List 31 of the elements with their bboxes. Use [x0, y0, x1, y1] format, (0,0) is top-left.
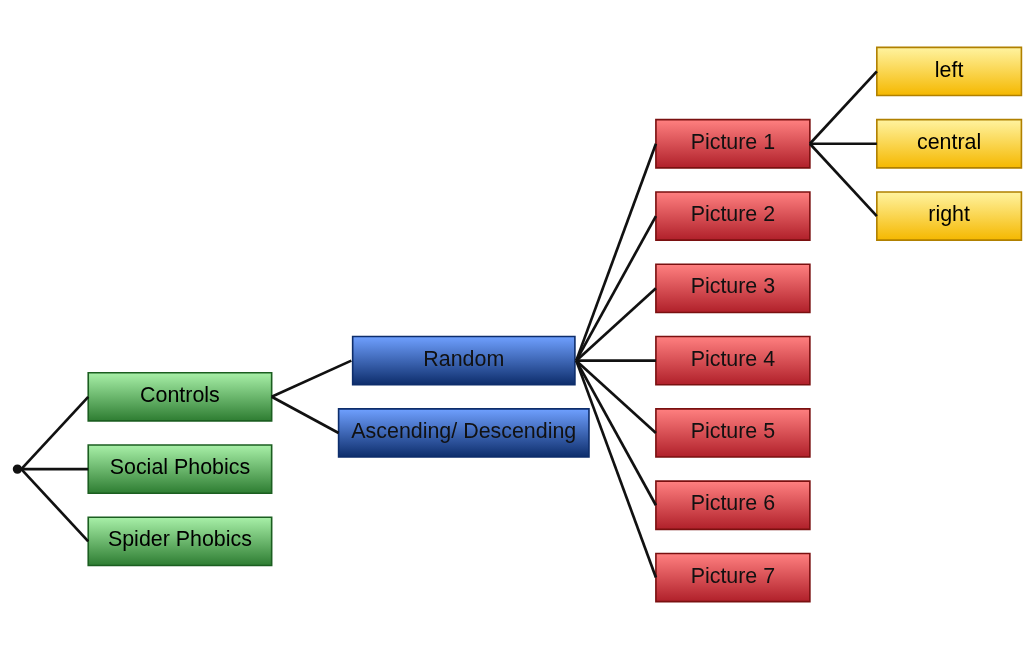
connector	[271, 359, 352, 398]
connector	[20, 395, 90, 470]
node-box: Picture 6	[655, 480, 811, 531]
connector	[575, 215, 658, 362]
node-box: Picture 1	[655, 118, 811, 169]
connector	[808, 70, 878, 145]
connector	[575, 359, 657, 434]
node-box: central	[876, 118, 1023, 169]
node-box: Picture 2	[655, 191, 811, 241]
node-point	[12, 464, 23, 474]
connector	[575, 287, 657, 362]
connector	[271, 395, 340, 435]
connector	[21, 467, 89, 471]
connector	[575, 143, 658, 362]
node-box: Picture 7	[655, 552, 811, 603]
connector	[20, 468, 90, 543]
node-box: Social Phobics	[87, 444, 273, 494]
node-box: Random	[351, 335, 576, 386]
node-box: Picture 5	[655, 408, 811, 458]
node-box: left	[876, 46, 1023, 97]
node-box: Picture 3	[655, 263, 811, 314]
node-box: Picture 4	[655, 335, 811, 386]
node-box: Spider Phobics	[87, 516, 273, 567]
connector	[808, 142, 878, 217]
node-box: Controls	[87, 371, 273, 422]
connector	[575, 360, 658, 506]
connector	[809, 142, 877, 146]
connector	[575, 360, 658, 578]
node-box: right	[876, 191, 1023, 241]
connector	[576, 359, 656, 362]
node-box: Ascending/ Descending	[337, 408, 590, 458]
